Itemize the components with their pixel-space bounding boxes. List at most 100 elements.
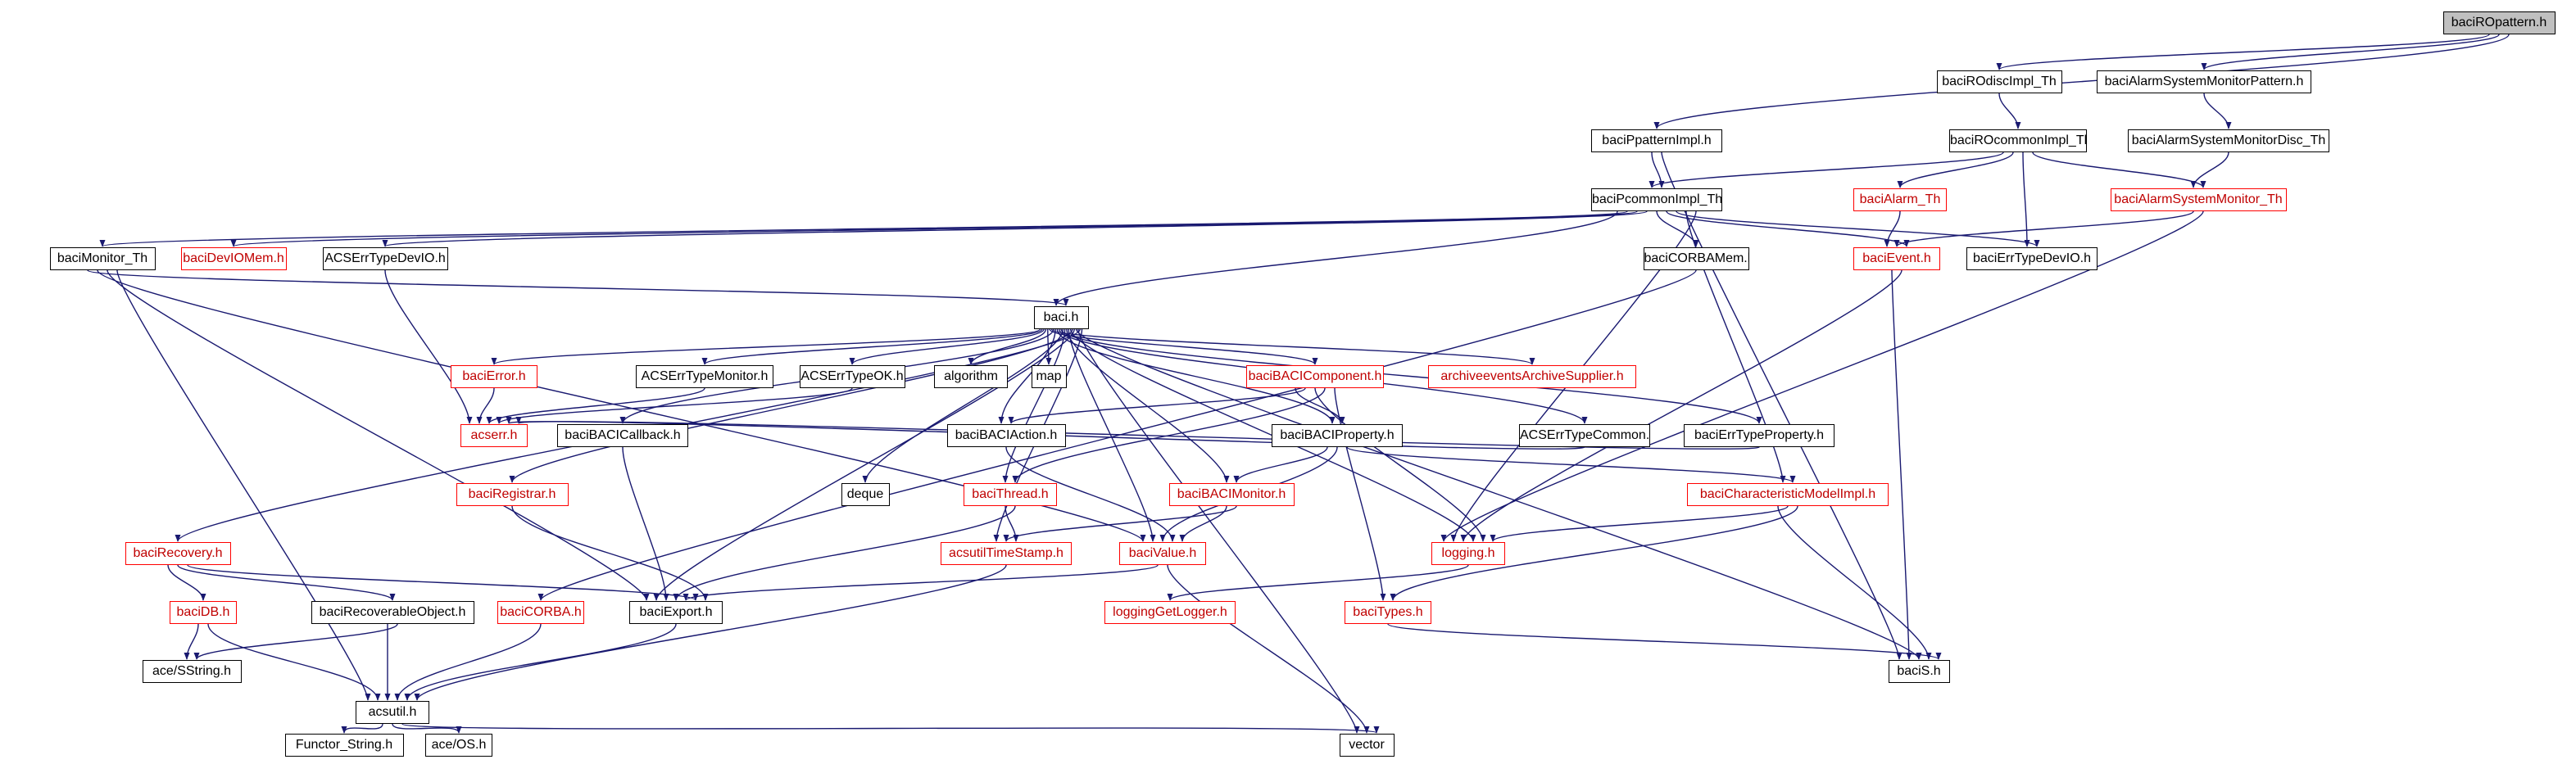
graph-node-Monitor[interactable]: baciMonitor_Th [49, 247, 156, 270]
graph-node-BACIProperty[interactable]: baciBACIProperty.h [1272, 424, 1403, 447]
edge-Pcommon-CORBAMem [1656, 210, 1699, 247]
edge-Types-baciS [1387, 623, 1942, 660]
edge-baci-Value [1068, 328, 1156, 542]
edge-BACIProperty-CharModel [1346, 446, 1796, 483]
edge-Pcommon-Event [1666, 210, 1910, 247]
graph-node-Registrar[interactable]: baciRegistrar.h [456, 483, 569, 506]
graph-node-baci[interactable]: baci.h [1033, 306, 1089, 329]
graph-node-archive[interactable]: archiveeventsArchiveSupplier.h [1428, 365, 1636, 388]
graph-node-deque[interactable]: deque [841, 483, 890, 506]
edge-baci-ACSErrTypeOK [849, 328, 1045, 365]
graph-node-Event[interactable]: baciEvent.h [1853, 247, 1940, 270]
edge-ROpattern-ASMPattern [2201, 34, 2500, 70]
edge-DB-SString [184, 623, 199, 660]
graph-node-Alarm[interactable]: baciAlarm_Th [1853, 188, 1947, 211]
graph-node-acsutil[interactable]: acsutil.h [356, 701, 429, 724]
edge-ASMPattern-ASMDisc [2203, 93, 2232, 129]
graph-node-CORBAMem[interactable]: baciCORBAMem.h [1643, 247, 1749, 270]
edge-Pcommon-ACSErrTypeDevIO [383, 210, 1648, 247]
edge-RecoverableObject-SString [193, 623, 398, 660]
graph-node-CharModel[interactable]: baciCharacteristicModelImpl.h [1687, 483, 1889, 506]
graph-node-Thread[interactable]: baciThread.h [964, 483, 1057, 506]
graph-node-algorithm[interactable]: algorithm [934, 365, 1008, 388]
edge-baci-ACSErrTypeMonitor [701, 328, 1043, 365]
graph-node-BACIComponent[interactable]: baciBACIComponent.h [1246, 365, 1384, 388]
graph-node-baciS[interactable]: baciS.h [1888, 660, 1950, 683]
edge-Recovery-Export [187, 564, 699, 601]
graph-node-Error[interactable]: baciError.h [451, 365, 537, 388]
edge-Value-Export [683, 564, 1159, 601]
graph-node-TimeStamp[interactable]: acsutilTimeStamp.h [941, 542, 1072, 565]
graph-node-ASM[interactable]: baciAlarmSystemMonitor_Th [2110, 188, 2287, 211]
edge-baci-ErrTypeProperty [1060, 328, 1762, 424]
graph-node-SString[interactable]: ace/SString.h [142, 660, 242, 683]
edge-baci-deque [862, 328, 1064, 483]
edge-Thread-Export [673, 505, 1016, 601]
graph-node-ASMDisc[interactable]: baciAlarmSystemMonitorDisc_Th [2128, 129, 2329, 152]
graph-node-Functor[interactable]: Functor_String.h [284, 734, 404, 757]
graph-node-GetLogger[interactable]: loggingGetLogger.h [1104, 601, 1236, 624]
edge-Monitor-Value [97, 269, 1146, 542]
edge-acsutil-Functor [341, 723, 383, 734]
edge-Pcommon-Monitor [100, 210, 1628, 247]
edge-BACIComponent-BACIAction [1008, 387, 1306, 424]
graph-node-Types[interactable]: baciTypes.h [1345, 601, 1431, 624]
graph-node-BACIAction[interactable]: baciBACIAction.h [946, 424, 1066, 447]
edge-BACIComponent-logging [1314, 387, 1486, 542]
edge-ROcommon-ASM [2032, 151, 2206, 188]
graph-node-Pcommon[interactable]: baciPcommonImpl_Th [1591, 188, 1722, 211]
edge-ROcommon-ErrTypeDevIO [2022, 151, 2030, 247]
graph-node-ROdisc[interactable]: baciROdiscImpl_Th [1936, 70, 2062, 93]
edge-ACSErrTypeDevIO-acserr [384, 269, 473, 424]
edge-Registrar-Export [511, 505, 709, 601]
graph-node-ASMPattern[interactable]: baciAlarmSystemMonitorPattern.h [2097, 70, 2311, 93]
edge-baci-BACIAction [998, 328, 1056, 424]
graph-node-aceOS[interactable]: ace/OS.h [425, 734, 492, 757]
graph-node-BACIMonitor[interactable]: baciBACIMonitor.h [1168, 483, 1295, 506]
edge-CORBAMem-CORBA [537, 269, 1697, 601]
graph-node-Export[interactable]: baciExport.h [629, 601, 723, 624]
edge-baci-BACIMonitor [1066, 328, 1230, 483]
graph-node-acserr[interactable]: acserr.h [460, 424, 528, 447]
edge-TimeStamp-acsutil [414, 564, 1007, 701]
edge-Pcommon-ErrTypeDevIO [1676, 210, 2040, 247]
edge-Alarm-Event [1884, 210, 1901, 247]
graph-node-BACICallback[interactable]: baciBACICallback.h [557, 424, 688, 447]
graph-node-DevIOMem[interactable]: baciDevIOMem.h [180, 247, 287, 270]
edge-Value-vector [1167, 564, 1370, 734]
graph-node-CORBA[interactable]: baciCORBA.h [497, 601, 584, 624]
edge-ErrTypeProperty-acserr [516, 416, 1760, 450]
graph-node-ROpattern[interactable]: baciROpattern.h [2442, 11, 2556, 34]
graph-node-ErrTypeProperty[interactable]: baciErrTypeProperty.h [1684, 424, 1834, 447]
graph-node-DB[interactable]: baciDB.h [170, 601, 237, 624]
edge-ASM-Event [1893, 210, 2194, 247]
graph-node-ACSErrTypeDevIO[interactable]: ACSErrTypeDevIO.h [322, 247, 448, 270]
graph-node-Recovery[interactable]: baciRecovery.h [125, 542, 231, 565]
edge-BACIMonitor-TimeStamp [1003, 505, 1237, 542]
edge-BACIMonitor-Value [1179, 505, 1227, 542]
edge-ROcommon-Alarm [1897, 151, 2014, 188]
edge-BACIAction-Value [1005, 446, 1176, 542]
edge-ASM-logging [1440, 210, 2204, 542]
edge-BACICallback-Export [622, 446, 669, 601]
graph-node-RecoverableObject[interactable]: baciRecoverableObject.h [311, 601, 474, 624]
graph-node-vector[interactable]: vector [1339, 734, 1395, 757]
edge-ROdisc-ROcommon [1998, 93, 2021, 129]
graph-node-logging[interactable]: logging.h [1431, 542, 1505, 565]
graph-node-Value[interactable]: baciValue.h [1119, 542, 1206, 565]
edge-Monitor-acsutil [116, 269, 371, 701]
edge-CharModel-baciS [1777, 505, 1932, 660]
graph-node-Ppattern[interactable]: baciPpatternImpl.h [1591, 129, 1722, 152]
edge-Monitor-baci [87, 269, 1068, 306]
edge-Recovery-DB [167, 564, 206, 601]
edge-baci-algorithm [968, 328, 1047, 365]
graph-node-ErrTypeDevIO[interactable]: baciErrTypeDevIO.h [1966, 247, 2098, 270]
edge-CharModel-logging [1490, 505, 1789, 542]
edge-BACIComponent-Types [1334, 387, 1386, 601]
graph-node-ACSErrTypeCommon[interactable]: ACSErrTypeCommon.h [1519, 424, 1650, 447]
graph-node-map[interactable]: map [1031, 365, 1067, 388]
graph-node-ACSErrTypeOK[interactable]: ACSErrTypeOK.h [799, 365, 905, 388]
graph-node-ACSErrTypeMonitor[interactable]: ACSErrTypeMonitor.h [636, 365, 773, 388]
graph-node-ROcommon[interactable]: baciROcommonImpl_Th [1949, 129, 2087, 152]
